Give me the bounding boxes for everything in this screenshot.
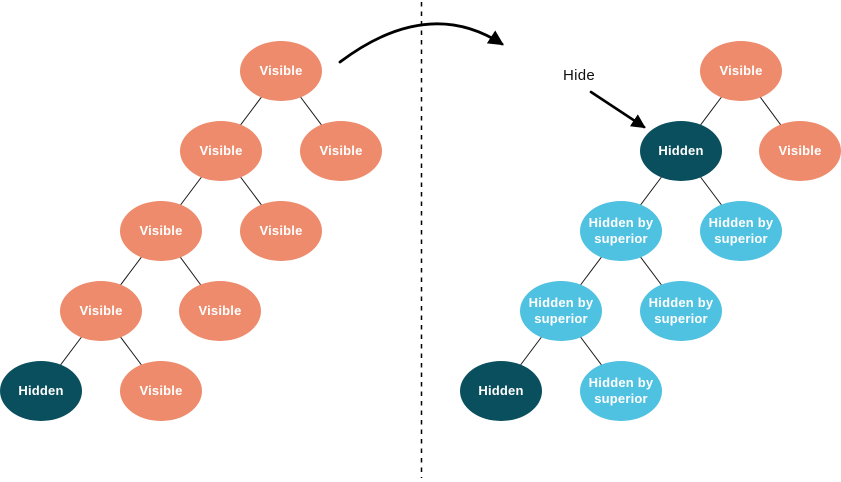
right-tree-node: Visible bbox=[759, 121, 841, 181]
left-tree-node: Visible bbox=[240, 201, 322, 261]
hide-annotation-label: Hide bbox=[562, 67, 596, 84]
left-tree-node: Visible bbox=[60, 281, 142, 341]
left-tree-node-hidden: Hidden bbox=[0, 361, 82, 421]
left-tree-node: Visible bbox=[180, 121, 262, 181]
left-tree-node: Visible bbox=[120, 201, 202, 261]
left-tree-node: Visible bbox=[300, 121, 382, 181]
right-tree-node-root: Visible bbox=[700, 41, 782, 101]
right-tree-node-hidden-by-superior: Hidden by superior bbox=[580, 201, 662, 261]
left-tree-node-root: Visible bbox=[240, 41, 322, 101]
right-tree-node-hidden: Hidden bbox=[640, 121, 722, 181]
transition-arrow bbox=[338, 22, 504, 64]
hide-arrow bbox=[589, 90, 646, 129]
right-tree-node-hidden-by-superior: Hidden by superior bbox=[520, 281, 602, 341]
right-tree-node-hidden-by-superior: Hidden by superior bbox=[700, 201, 782, 261]
right-tree-node-hidden: Hidden bbox=[460, 361, 542, 421]
right-tree-node-hidden-by-superior: Hidden by superior bbox=[580, 361, 662, 421]
right-tree-node-hidden-by-superior: Hidden by superior bbox=[640, 281, 722, 341]
left-tree-node: Visible bbox=[120, 361, 202, 421]
left-tree-node: Visible bbox=[179, 281, 261, 341]
